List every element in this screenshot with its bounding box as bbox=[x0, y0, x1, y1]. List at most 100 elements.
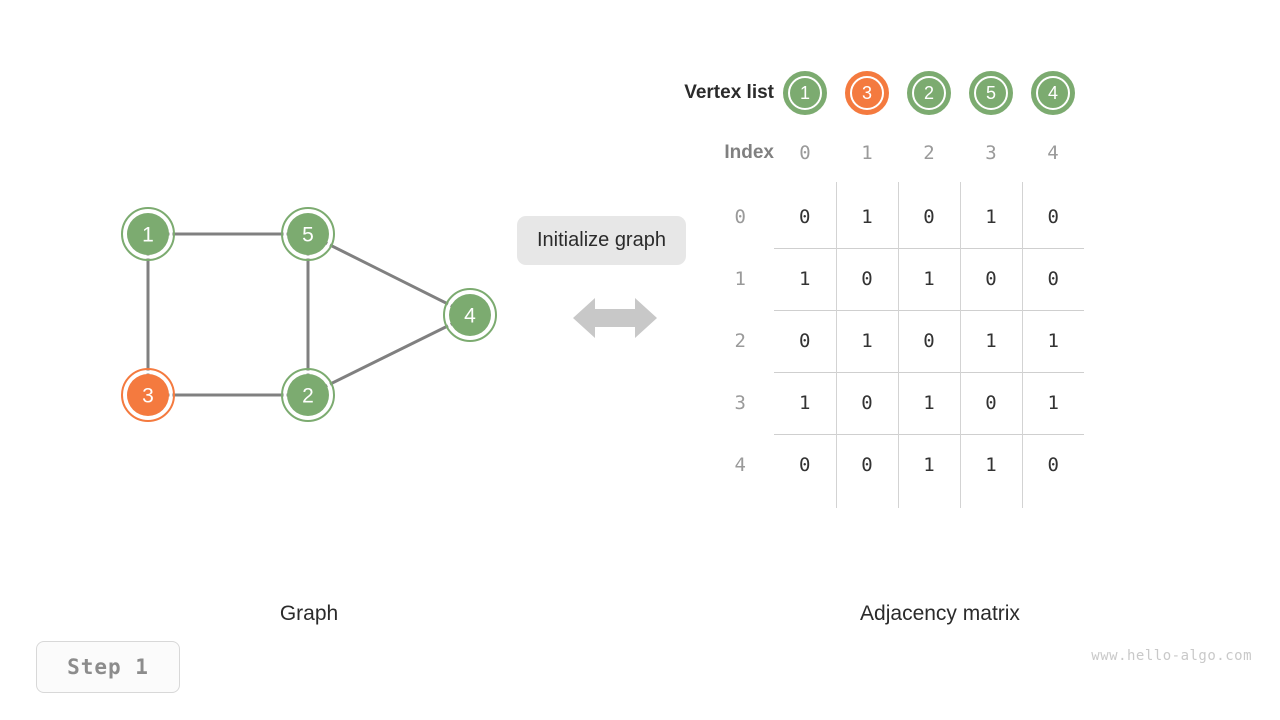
graph-node-4: 4 bbox=[443, 288, 497, 342]
matrix-row-label: 4 bbox=[734, 454, 746, 476]
vertex-cell: 4 bbox=[1022, 71, 1084, 115]
vertex-node-ring bbox=[974, 76, 1008, 110]
matrix-cell: 0 bbox=[1021, 247, 1084, 311]
index-cells: 0 1 2 3 4 bbox=[774, 142, 1084, 164]
matrix-cell: 0 bbox=[1021, 433, 1084, 496]
matrix-cell: 1 bbox=[959, 309, 1023, 373]
graph-node-outer-ring bbox=[121, 207, 175, 261]
graph-caption: Graph bbox=[279, 602, 339, 625]
vertex-cell: 3 bbox=[836, 71, 898, 115]
matrix-cell: 0 bbox=[897, 309, 961, 373]
index-cell: 0 bbox=[799, 142, 811, 164]
graph-node-white-ring bbox=[445, 290, 495, 340]
vertex-node-3: 3 bbox=[845, 71, 889, 115]
matrix-cell: 0 bbox=[835, 371, 899, 435]
matrix-cell: 0 bbox=[774, 433, 837, 496]
matrix-cell: 0 bbox=[774, 309, 837, 373]
vertex-cell: 1 bbox=[774, 71, 836, 115]
graph-node-core bbox=[127, 374, 169, 416]
vertex-node-ring bbox=[1036, 76, 1070, 110]
index-cell: 1 bbox=[861, 142, 873, 164]
vertex-node-2: 2 bbox=[907, 71, 951, 115]
graph-node-outer-ring bbox=[281, 207, 335, 261]
graph-node-1: 1 bbox=[121, 207, 175, 261]
matrix-row-label: 0 bbox=[734, 206, 746, 228]
matrix-cell: 1 bbox=[897, 371, 961, 435]
matrix-cell: 0 bbox=[835, 433, 899, 496]
matrix-cell: 0 bbox=[897, 186, 961, 249]
index-title: Index bbox=[724, 142, 774, 163]
graph-node-core bbox=[449, 294, 491, 336]
graph-node-5: 5 bbox=[281, 207, 335, 261]
matrix-cell: 1 bbox=[835, 309, 899, 373]
graph-node-2: 2 bbox=[281, 368, 335, 422]
index-cell: 4 bbox=[1047, 142, 1059, 164]
graph-node-core bbox=[287, 374, 329, 416]
graph-node-layer: 1 5 4 3 2 bbox=[121, 207, 497, 422]
matrix-cell: 1 bbox=[1021, 309, 1084, 373]
vertex-node-ring bbox=[850, 76, 884, 110]
vertex-cell: 5 bbox=[960, 71, 1022, 115]
matrix-cell: 1 bbox=[774, 371, 837, 435]
graph-node-label: 2 bbox=[302, 385, 314, 408]
vertex-node-1: 1 bbox=[783, 71, 827, 115]
matrix-column-divider bbox=[960, 182, 961, 508]
graph-node-label: 1 bbox=[142, 224, 154, 247]
vertex-node-label: 4 bbox=[1047, 83, 1058, 103]
vertex-node-label: 1 bbox=[799, 83, 810, 103]
vertex-node-label: 5 bbox=[985, 83, 996, 103]
matrix-cell: 1 bbox=[835, 186, 899, 249]
matrix-cell: 1 bbox=[959, 186, 1023, 249]
graph-edge bbox=[307, 313, 471, 397]
index-row: Index 0 1 2 3 4 bbox=[660, 136, 1084, 170]
graph-node-3: 3 bbox=[121, 368, 175, 422]
graph-node-white-ring bbox=[123, 370, 173, 420]
vertex-cells: 1 3 2 5 4 bbox=[774, 71, 1084, 115]
vertex-node-4: 4 bbox=[1031, 71, 1075, 115]
matrix-cell: 0 bbox=[774, 186, 837, 249]
graph-node-core bbox=[287, 213, 329, 255]
matrix-cell: 0 bbox=[835, 247, 899, 311]
watermark: www.hello-algo.com bbox=[1091, 648, 1252, 664]
matrix-cell: 1 bbox=[897, 247, 961, 311]
vertex-node-5: 5 bbox=[969, 71, 1013, 115]
vertex-node-label: 2 bbox=[923, 83, 934, 103]
matrix-cell: 0 bbox=[959, 371, 1023, 435]
vertex-node-ring bbox=[788, 76, 822, 110]
graph-node-white-ring bbox=[283, 209, 333, 259]
graph-node-outer-ring bbox=[443, 288, 497, 342]
transform-group: Initialize graph bbox=[517, 216, 717, 346]
graph-node-outer-ring bbox=[121, 368, 175, 422]
vertex-node-label: 3 bbox=[861, 83, 872, 103]
vertex-cell: 2 bbox=[898, 71, 960, 115]
graph-panel: 1 5 4 3 2 bbox=[0, 0, 520, 560]
matrix-column-divider bbox=[1022, 182, 1023, 508]
index-cell: 2 bbox=[923, 142, 935, 164]
index-cell: 3 bbox=[985, 142, 997, 164]
matrix-column-divider bbox=[836, 182, 837, 508]
matrix-row-label: 2 bbox=[734, 330, 746, 352]
step-badge: Step 1 bbox=[36, 641, 180, 693]
graph-node-white-ring bbox=[283, 370, 333, 420]
graph-node-outer-ring bbox=[281, 368, 335, 422]
matrix-cell: 1 bbox=[1021, 371, 1084, 435]
vertex-node-ring bbox=[912, 76, 946, 110]
matrix-column-divider bbox=[898, 182, 899, 508]
graph-node-label: 3 bbox=[142, 385, 154, 408]
matrix-cell: 1 bbox=[959, 433, 1023, 496]
matrix-row-label: 3 bbox=[734, 392, 746, 414]
matrix-caption: Adjacency matrix bbox=[860, 602, 1020, 625]
graph-node-label: 5 bbox=[302, 224, 314, 247]
graph-edge bbox=[307, 232, 471, 317]
double-headed-arrow-icon bbox=[573, 296, 657, 345]
matrix-cell: 0 bbox=[959, 247, 1023, 311]
initialize-graph-label: Initialize graph bbox=[517, 216, 686, 265]
